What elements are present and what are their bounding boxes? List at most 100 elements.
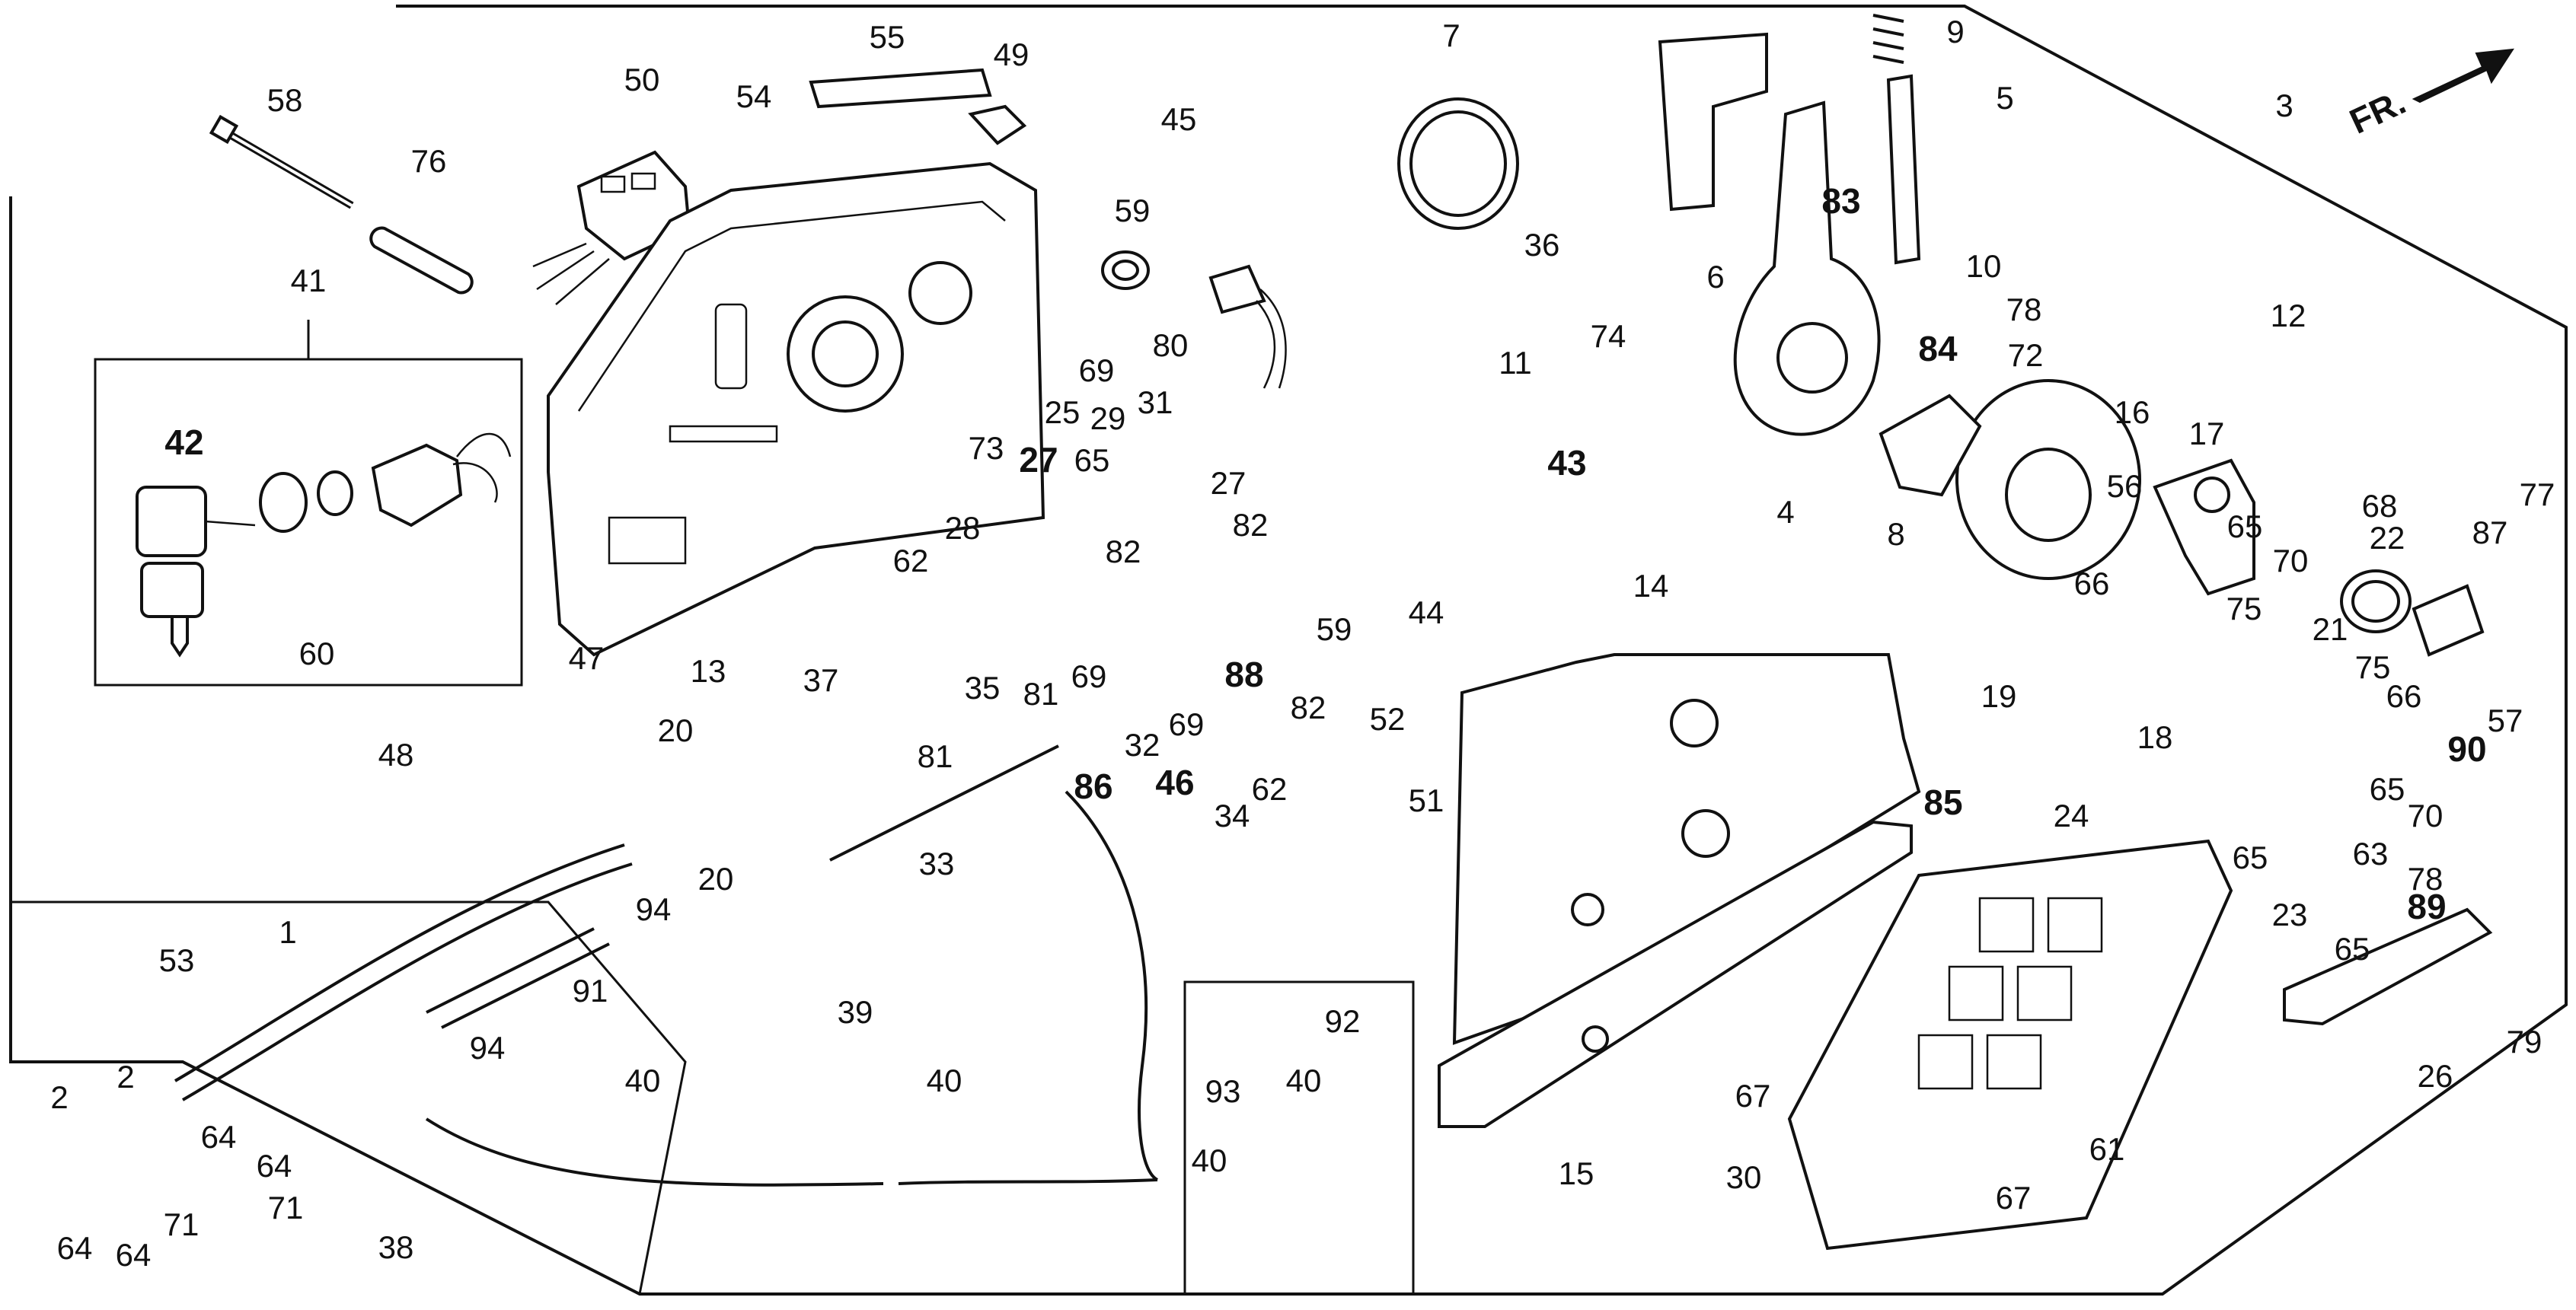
callout-27: 27	[1211, 465, 1247, 501]
callout-90: 90	[2447, 729, 2486, 769]
callout-65: 65	[2335, 931, 2370, 967]
callout-71: 71	[268, 1190, 304, 1226]
callout-11: 11	[1499, 345, 1532, 381]
callout-65: 65	[2227, 508, 2263, 544]
callout-50: 50	[624, 62, 660, 97]
callout-10: 10	[1966, 248, 2002, 284]
left-group-divider	[11, 900, 687, 1295]
callout-54: 54	[736, 78, 772, 114]
callout-21: 21	[2313, 611, 2348, 647]
callout-14: 14	[1633, 568, 1669, 604]
harness-39-part	[425, 790, 1159, 1187]
callout-22: 22	[2370, 520, 2405, 556]
callout-65: 65	[2233, 840, 2268, 875]
callout-56: 56	[2107, 468, 2143, 504]
cover-14-part	[1452, 653, 1921, 1045]
callout-72: 72	[2008, 337, 2044, 373]
callout-8: 8	[1887, 516, 1904, 552]
ignition-switch-part	[259, 432, 512, 533]
callout-82: 82	[1291, 690, 1326, 725]
rod-33-part	[829, 744, 1059, 862]
callout-15: 15	[1559, 1155, 1594, 1191]
ignition-key-42-part	[136, 486, 256, 658]
callout-38: 38	[378, 1229, 414, 1265]
callout-13: 13	[691, 653, 726, 689]
callout-76: 76	[411, 143, 447, 179]
callout-16: 16	[2115, 394, 2150, 430]
callout-62: 62	[1252, 771, 1288, 807]
callout-64: 64	[201, 1119, 237, 1155]
switch-45-part	[1208, 264, 1287, 389]
callout-57: 57	[2488, 703, 2523, 738]
callout-26: 26	[2418, 1058, 2453, 1094]
callout-30: 30	[1726, 1159, 1762, 1195]
callout-81: 81	[1023, 676, 1059, 712]
callout-44: 44	[1409, 594, 1444, 630]
callout-70: 70	[2408, 798, 2444, 833]
callout-71: 71	[164, 1206, 200, 1242]
callout-59: 59	[1317, 611, 1352, 647]
callout-87: 87	[2472, 515, 2508, 550]
callout-48: 48	[378, 737, 414, 773]
callout-67: 67	[1996, 1180, 2032, 1216]
callout-83: 83	[1821, 181, 1860, 221]
callout-84: 84	[1918, 329, 1958, 368]
callout-41: 41	[291, 263, 327, 298]
callout-94: 94	[470, 1030, 506, 1066]
callout-79: 79	[2507, 1024, 2542, 1060]
callout-9: 9	[1946, 14, 1964, 49]
callout-18: 18	[2137, 719, 2173, 755]
callout-42: 42	[164, 422, 203, 462]
callout-47: 47	[569, 640, 605, 676]
diagram-boundary	[9, 5, 2568, 1296]
harness-sub-box	[1183, 980, 1415, 1296]
grommet-59-part	[1101, 250, 1150, 290]
callout-93: 93	[1205, 1073, 1241, 1109]
callout-91: 91	[573, 973, 608, 1009]
callout-66: 66	[2386, 678, 2422, 714]
callout-67: 67	[1735, 1078, 1771, 1114]
callout-45: 45	[1161, 101, 1197, 137]
callout-53: 53	[159, 942, 195, 978]
callout-66: 66	[2074, 566, 2110, 601]
callout-61: 61	[2089, 1131, 2125, 1167]
neutral-plate-16-part	[1955, 379, 2141, 580]
front-arrow-icon: FR.	[2344, 48, 2514, 142]
front-arrow-label: FR.	[2344, 81, 2412, 141]
callout-32: 32	[1125, 727, 1160, 763]
spring-9-part	[1872, 14, 1904, 64]
panel-30-part	[1787, 839, 2233, 1251]
callout-88: 88	[1224, 655, 1263, 694]
control-box-case-13-54-part	[547, 161, 1045, 657]
callout-34: 34	[1215, 798, 1250, 833]
callout-62: 62	[893, 543, 929, 579]
callout-29: 29	[1090, 400, 1126, 436]
callout-89: 89	[2407, 887, 2446, 926]
callout-59: 59	[1115, 193, 1151, 228]
callout-27: 27	[1019, 440, 1058, 480]
callout-40: 40	[1286, 1063, 1322, 1098]
callout-77: 77	[2520, 477, 2555, 512]
callout-82: 82	[1106, 534, 1141, 569]
callout-65: 65	[1074, 442, 1110, 478]
callout-75: 75	[2226, 591, 2262, 626]
callout-12: 12	[2271, 298, 2306, 333]
callout-3: 3	[2275, 88, 2293, 123]
callout-85: 85	[1923, 782, 1962, 822]
callout-39: 39	[838, 994, 873, 1030]
callout-69: 69	[1169, 706, 1205, 742]
callout-78: 78	[2408, 861, 2444, 897]
callout-2: 2	[50, 1079, 68, 1115]
callout-70: 70	[2273, 543, 2309, 579]
callout-20: 20	[658, 712, 694, 748]
callout-65: 65	[2370, 771, 2405, 807]
callout-75: 75	[2355, 649, 2391, 685]
callout-40: 40	[625, 1063, 661, 1098]
callout-68: 68	[2362, 488, 2398, 524]
callout-64: 64	[57, 1230, 93, 1266]
callout-49: 49	[994, 37, 1029, 72]
callout-78: 78	[2006, 292, 2042, 327]
callout-20: 20	[698, 861, 734, 897]
